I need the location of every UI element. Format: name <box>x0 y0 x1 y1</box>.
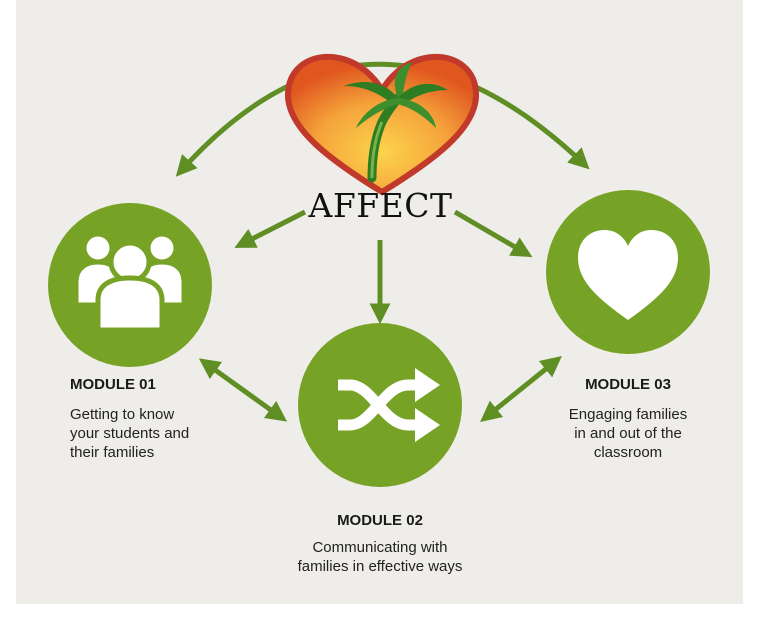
module02-title: MODULE 02 <box>337 512 423 529</box>
module01-title: MODULE 01 <box>70 376 156 393</box>
arrow-module01-module02 <box>198 358 288 422</box>
arrow-module02-module03 <box>480 356 562 422</box>
heart-icon <box>578 230 678 320</box>
module01-circle <box>48 203 212 367</box>
module02-circle <box>298 323 462 487</box>
arc-arrow-module01-module03 <box>175 61 590 177</box>
people-group-icon <box>73 231 187 333</box>
module03-title: MODULE 03 <box>585 376 671 393</box>
arrow-affect-to-module01 <box>234 209 307 248</box>
shuffle-arrows-icon <box>338 368 440 442</box>
heart-palm-tree-icon <box>284 53 480 196</box>
arrow-affect-to-module03 <box>453 209 533 258</box>
center-label: AFFECT <box>308 186 453 225</box>
module03-circle <box>546 190 710 354</box>
